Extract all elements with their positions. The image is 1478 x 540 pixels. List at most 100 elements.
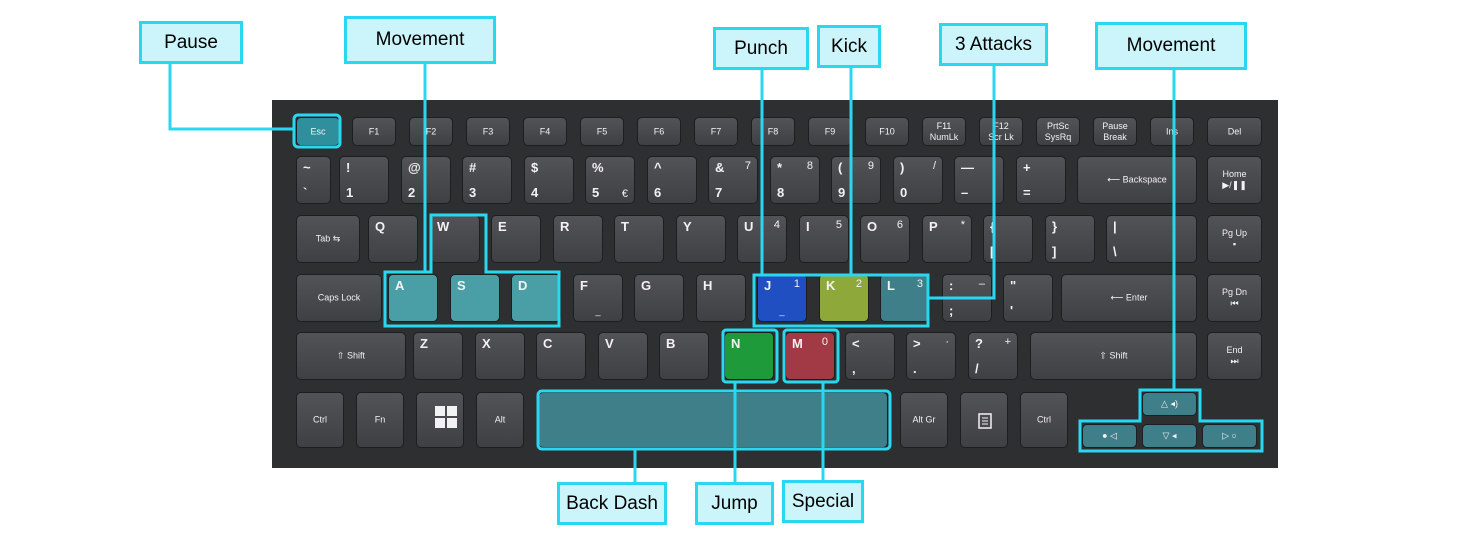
key-5[interactable]: %5€ xyxy=(585,156,635,204)
key-backspace[interactable]: ⟵ Backspace xyxy=(1077,156,1197,204)
key-label: Alt Gr xyxy=(912,414,936,425)
key-f6[interactable]: F6 xyxy=(637,117,681,146)
key-tab[interactable]: Tab ⇆ xyxy=(296,215,360,263)
key-0[interactable]: )0/ xyxy=(893,156,943,204)
key-s[interactable]: S xyxy=(450,274,500,322)
key-3[interactable]: #3 xyxy=(462,156,512,204)
key-label: F11 NumLk xyxy=(929,120,959,142)
key-q[interactable]: Q xyxy=(368,215,418,263)
key-label: 9 xyxy=(867,160,874,172)
key-w[interactable]: W xyxy=(430,215,480,263)
key-f4[interactable]: F4 xyxy=(523,117,567,146)
key-comma[interactable]: <, xyxy=(845,332,895,380)
key-h[interactable]: H xyxy=(696,274,746,322)
key-z[interactable]: Z xyxy=(413,332,463,380)
key-slash[interactable]: ?/+ xyxy=(968,332,1018,380)
key-label: 7 xyxy=(744,160,751,172)
key-p[interactable]: P* xyxy=(922,215,972,263)
key-minus[interactable]: —– xyxy=(954,156,1004,204)
key-f7[interactable]: F7 xyxy=(694,117,738,146)
key-label: > xyxy=(913,336,921,351)
key-period[interactable]: >.· xyxy=(906,332,956,380)
key-label: H xyxy=(703,278,713,293)
key-f3[interactable]: F3 xyxy=(466,117,510,146)
key-label: @ xyxy=(408,160,421,175)
key-t[interactable]: T xyxy=(614,215,664,263)
key-e[interactable]: E xyxy=(491,215,541,263)
key-esc[interactable]: Esc xyxy=(296,117,340,146)
key-f9[interactable]: F9 xyxy=(808,117,852,146)
key-label: F9 xyxy=(824,126,836,136)
key-ctrl-right[interactable]: Ctrl xyxy=(1020,392,1068,448)
key-6[interactable]: ^6 xyxy=(647,156,697,204)
key-x[interactable]: X xyxy=(475,332,525,380)
key-pgdn[interactable]: Pg Dn ⏮ xyxy=(1207,274,1262,322)
key-caps-lock[interactable]: Caps Lock xyxy=(296,274,382,322)
key-ins[interactable]: Ins xyxy=(1150,117,1194,146)
key-label: + xyxy=(1023,160,1031,175)
key-f8[interactable]: F8 xyxy=(751,117,795,146)
key-pause[interactable]: Pause Break xyxy=(1093,117,1137,146)
key-label: · xyxy=(945,336,949,348)
key-fn[interactable]: Fn xyxy=(356,392,404,448)
key-shift-left[interactable]: ⇧ Shift xyxy=(296,332,406,380)
key-home[interactable]: Home ▶/❚❚ xyxy=(1207,156,1262,204)
key-right-bracket[interactable]: }] xyxy=(1045,215,1095,263)
key-4[interactable]: $4 xyxy=(524,156,574,204)
key-equals[interactable]: += xyxy=(1016,156,1066,204)
key-alt[interactable]: Alt xyxy=(476,392,524,448)
key-arrow-left[interactable]: ● ◁ xyxy=(1082,424,1137,448)
key-arrow-right[interactable]: ▷ ○ xyxy=(1202,424,1257,448)
key-n[interactable]: N xyxy=(724,332,774,380)
key-f2[interactable]: F2 xyxy=(409,117,453,146)
key-label: ( xyxy=(838,160,843,175)
key-f1[interactable]: F1 xyxy=(352,117,396,146)
callout-kick: Kick xyxy=(817,25,881,68)
key-a[interactable]: A xyxy=(388,274,438,322)
key-arrow-up[interactable]: △ ◂) xyxy=(1142,392,1197,416)
key-label: | xyxy=(1113,219,1117,234)
key-label: & xyxy=(715,160,725,175)
key-v[interactable]: V xyxy=(598,332,648,380)
key-label: Esc xyxy=(310,126,326,136)
key-f[interactable]: F_ xyxy=(573,274,623,322)
key-end[interactable]: End ⏭ xyxy=(1207,332,1262,380)
key-y[interactable]: Y xyxy=(676,215,726,263)
key-backslash[interactable]: |\ xyxy=(1106,215,1197,263)
key-quote[interactable]: "' xyxy=(1003,274,1053,322)
key-label: W xyxy=(437,219,450,234)
key-r[interactable]: R xyxy=(553,215,603,263)
key-label: _ xyxy=(779,306,785,316)
key-tilde[interactable]: ~` xyxy=(296,156,331,204)
key-arrow-down[interactable]: ▽ ◂ xyxy=(1142,424,1197,448)
key-c[interactable]: C xyxy=(536,332,586,380)
key-label: % xyxy=(592,160,604,175)
key-altgr[interactable]: Alt Gr xyxy=(900,392,948,448)
key-label: A xyxy=(395,278,405,293)
key-1[interactable]: !1 xyxy=(339,156,389,204)
key-windows[interactable] xyxy=(416,392,464,448)
key-pgup[interactable]: Pg Up ▪ xyxy=(1207,215,1262,263)
key-ctrl-left[interactable]: Ctrl xyxy=(296,392,344,448)
key-label: ` xyxy=(303,185,308,200)
key-f10[interactable]: F10 xyxy=(865,117,909,146)
key-label: € xyxy=(621,188,628,200)
key-prtsc[interactable]: PrtSc SysRq xyxy=(1036,117,1080,146)
key-f5[interactable]: F5 xyxy=(580,117,624,146)
key-label: 0 xyxy=(900,185,908,200)
key-g[interactable]: G xyxy=(634,274,684,322)
key-label: Ctrl xyxy=(1037,414,1051,425)
key-shift-right[interactable]: ⇧ Shift xyxy=(1030,332,1197,380)
key-f11[interactable]: F11 NumLk xyxy=(922,117,966,146)
key-b[interactable]: B xyxy=(659,332,709,380)
key-menu[interactable] xyxy=(960,392,1008,448)
key-del[interactable]: Del xyxy=(1207,117,1262,146)
